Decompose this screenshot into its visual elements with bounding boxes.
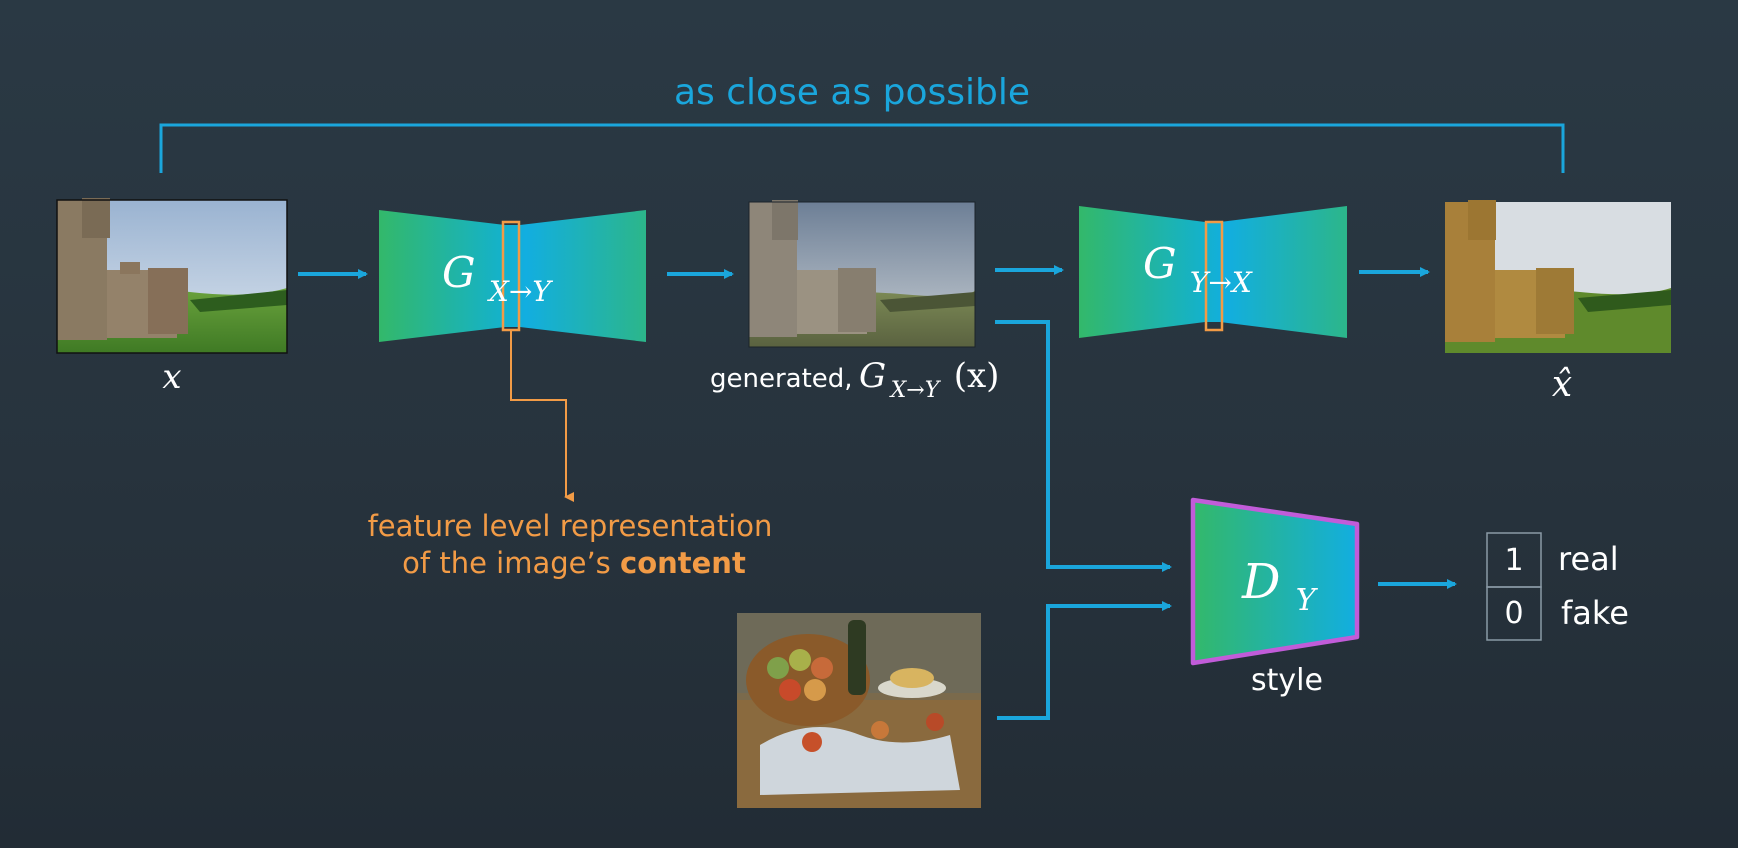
generated-caption-letter: G: [859, 356, 886, 396]
cycle-consistency-label: as close as possible: [674, 72, 1030, 113]
feature-bottleneck-yx: [1204, 220, 1224, 332]
output-label-real: real: [1558, 540, 1619, 578]
generated-caption-argument: (x): [954, 356, 1000, 396]
arrow-style-to-discriminator: [997, 601, 1172, 720]
reconstructed-photo: [1445, 200, 1671, 353]
output-label-fake: fake: [1561, 594, 1629, 632]
generated-caption: generated, G X→Y (x): [710, 356, 999, 403]
output-value-real: 1: [1504, 543, 1523, 578]
discriminator-subscript: Y: [1296, 583, 1319, 618]
generator-xy-subscript: X→Y: [487, 275, 553, 308]
feature-connector: [510, 330, 574, 502]
feature-note-prefix: of the image’s: [402, 546, 620, 580]
output-value-fake: 0: [1504, 596, 1523, 631]
feature-note-line2: of the image’s content: [402, 546, 746, 580]
generator-xy-letter: G: [442, 248, 476, 297]
discriminator-caption: style: [1251, 663, 1323, 698]
feature-note-line1: feature level representation: [368, 509, 773, 543]
generated-caption-subscript: X→Y: [889, 378, 942, 403]
style-painting: [737, 613, 981, 808]
input-photo: [56, 198, 288, 354]
generator-yx-letter: G: [1143, 239, 1177, 288]
generator-xy-label: G X→Y: [442, 248, 553, 308]
cycle-consistency-bracket: [159, 123, 1565, 173]
generated-caption-word: generated,: [710, 364, 853, 394]
input-label: x: [162, 357, 181, 397]
feature-note-bold: content: [620, 546, 746, 580]
reconstruction-label: x̂: [1552, 364, 1572, 405]
generator-xy: [379, 210, 646, 342]
arrow-generated-to-discriminator: [995, 320, 1172, 572]
discriminator-letter: D: [1241, 554, 1280, 610]
generated-image: [748, 200, 976, 348]
generator-yx-label: G Y→X: [1143, 239, 1253, 299]
generator-yx-subscript: Y→X: [1190, 266, 1253, 299]
generator-yx: [1079, 206, 1347, 338]
output-box-fake: [1486, 586, 1542, 641]
discriminator: [1190, 497, 1360, 666]
discriminator-label: D Y: [1241, 554, 1319, 618]
